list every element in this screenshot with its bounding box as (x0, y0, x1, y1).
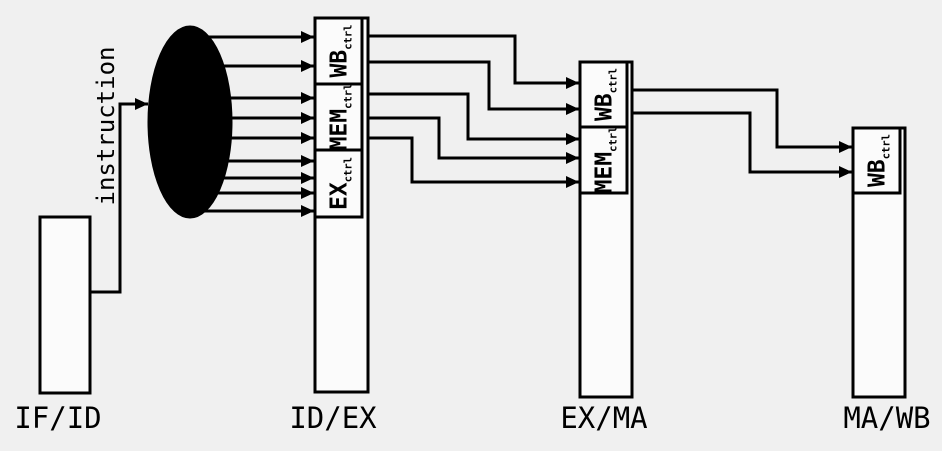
exma-label: EX/MA (560, 401, 647, 435)
idex-ex-ctrl-label: EXctrl (327, 157, 355, 210)
idex-to-exma-wire-5 (367, 136, 579, 188)
ifid-label: IF/ID (14, 401, 101, 435)
exma-mem-ctrl-label: MEMctrl (592, 127, 620, 194)
exma-mem-ctrl-box (578, 125, 629, 195)
idex-wb-ctrl-box (313, 16, 364, 86)
idex-wb-ctrl-label: WBctrl (327, 25, 355, 78)
mawb-wb-ctrl-box (851, 126, 902, 195)
instruction-wire (90, 98, 148, 294)
idex-to-exma-wire-3 (367, 92, 579, 145)
exma-to-mawb-wire-1 (631, 88, 852, 153)
exma-to-mawb-wire-2 (631, 111, 852, 178)
idex-to-exma-wire-4 (367, 116, 579, 164)
mawb-wb-ctrl-label: WBctrl (865, 134, 893, 187)
mawb-label: MA/WB (843, 401, 930, 435)
idex-to-exma-wire-2 (367, 60, 579, 115)
instruction-label: instruction (92, 47, 120, 206)
register-ifid (38, 215, 92, 395)
exma-wb-ctrl-label: WBctrl (592, 68, 620, 121)
idex-ex-ctrl-box (313, 148, 364, 219)
idex-to-exma-wire-1 (367, 34, 579, 89)
idex-label: ID/EX (289, 401, 377, 435)
idex-mem-ctrl-label: MEMctrl (327, 84, 355, 151)
control-unit-ellipse (147, 25, 233, 219)
